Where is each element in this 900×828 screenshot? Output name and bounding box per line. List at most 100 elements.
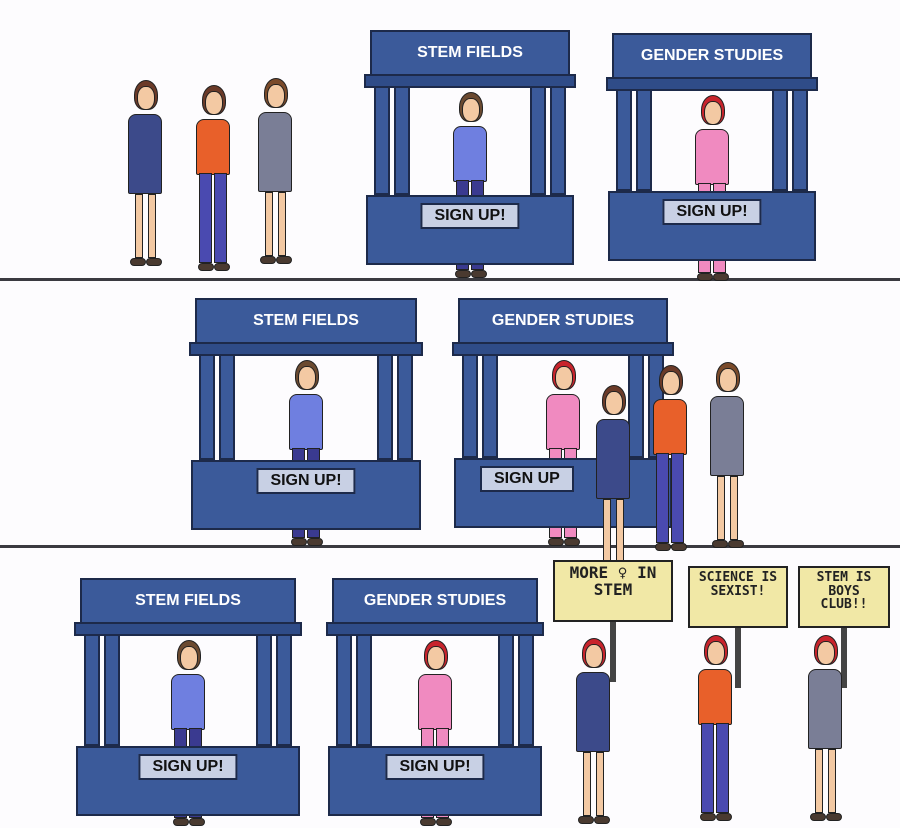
booth-header <box>332 578 538 626</box>
head <box>462 98 480 122</box>
booth-post <box>199 354 215 460</box>
booth-counter: SIGN UP <box>454 458 672 528</box>
head <box>605 391 623 415</box>
booth-post <box>462 354 478 458</box>
woman-3 <box>702 362 752 552</box>
leg <box>815 749 823 813</box>
more-women-in-stem-placard: MORE ♀ IN STEM <box>553 560 673 622</box>
booth-post <box>356 634 372 746</box>
torso <box>258 112 292 192</box>
head <box>205 91 223 115</box>
leg <box>616 499 624 563</box>
head <box>817 641 835 665</box>
torso <box>171 674 205 730</box>
woman-2 <box>188 85 238 275</box>
booth-post <box>530 86 546 195</box>
booth-awning <box>452 342 674 356</box>
booth-counter: SIGN UP! <box>366 195 574 265</box>
booth-post <box>518 634 534 746</box>
booth-post <box>104 634 120 746</box>
shoe <box>671 543 687 551</box>
torso <box>289 394 323 450</box>
protester-1 <box>568 638 618 828</box>
shoe <box>578 816 594 824</box>
torso <box>710 396 744 476</box>
leg <box>828 749 836 813</box>
head <box>427 646 445 670</box>
booth-title: GENDER STUDIES <box>640 47 784 64</box>
shoe <box>291 538 307 546</box>
shoe <box>712 540 728 548</box>
booth-post <box>397 354 413 460</box>
torso <box>808 669 842 749</box>
booth-title: GENDER STUDIES <box>363 592 507 609</box>
shoe <box>826 813 842 821</box>
shoe <box>716 813 732 821</box>
head <box>719 368 737 392</box>
booth-title: GENDER STUDIES <box>491 312 635 329</box>
placard-stick <box>735 628 741 688</box>
placard-stick <box>610 622 616 682</box>
booth-title: STEM FIELDS <box>135 592 241 609</box>
booth-post <box>628 354 644 458</box>
leg <box>265 192 273 256</box>
booth-stem-fields: STEM FIELDS SIGN UP! <box>74 578 302 816</box>
shoe <box>214 263 230 271</box>
torso <box>128 114 162 194</box>
leg <box>214 173 227 263</box>
shoe <box>655 543 671 551</box>
leg <box>135 194 143 258</box>
booth-post <box>550 86 566 195</box>
shoe <box>146 258 162 266</box>
leg <box>716 723 729 813</box>
torso <box>653 399 687 455</box>
shoe <box>564 538 580 546</box>
torso <box>196 119 230 175</box>
booth-counter: SIGN UP! <box>328 746 542 816</box>
booth-post <box>498 634 514 746</box>
booth-awning <box>74 622 302 636</box>
protester-3 <box>800 635 850 825</box>
shoe <box>700 813 716 821</box>
panel-divider <box>0 545 900 548</box>
booth-post <box>276 634 292 746</box>
sign-up-sign: SIGN UP! <box>138 754 238 780</box>
shoe <box>697 273 713 281</box>
shoe <box>173 818 189 826</box>
booth-post <box>636 89 652 191</box>
shoe <box>420 818 436 826</box>
sign-up-sign: SIGN UP! <box>256 468 356 494</box>
woman-2 <box>645 365 695 555</box>
placard-stick <box>841 628 847 688</box>
leg <box>701 723 714 813</box>
torso <box>453 126 487 182</box>
booth-counter: SIGN UP! <box>191 460 421 530</box>
head <box>704 101 722 125</box>
leg <box>603 499 611 563</box>
shoe <box>198 263 214 271</box>
booth-post <box>616 89 632 191</box>
booth-post <box>219 354 235 460</box>
head <box>585 644 603 668</box>
torso <box>418 674 452 730</box>
head <box>267 84 285 108</box>
head <box>707 641 725 665</box>
shoe <box>130 258 146 266</box>
shoe <box>307 538 323 546</box>
sign-up-sign: SIGN UP! <box>385 754 485 780</box>
booth-post <box>84 634 100 746</box>
head <box>137 86 155 110</box>
sign-up-sign: SIGN UP <box>480 466 574 492</box>
head <box>555 366 573 390</box>
booth-post <box>482 354 498 458</box>
booth-gender-studies: GENDER STUDIES SIGN UP <box>452 298 674 528</box>
head <box>662 371 680 395</box>
booth-post <box>792 89 808 191</box>
woman-3 <box>250 78 300 268</box>
panel-divider <box>0 278 900 281</box>
shoe <box>471 270 487 278</box>
